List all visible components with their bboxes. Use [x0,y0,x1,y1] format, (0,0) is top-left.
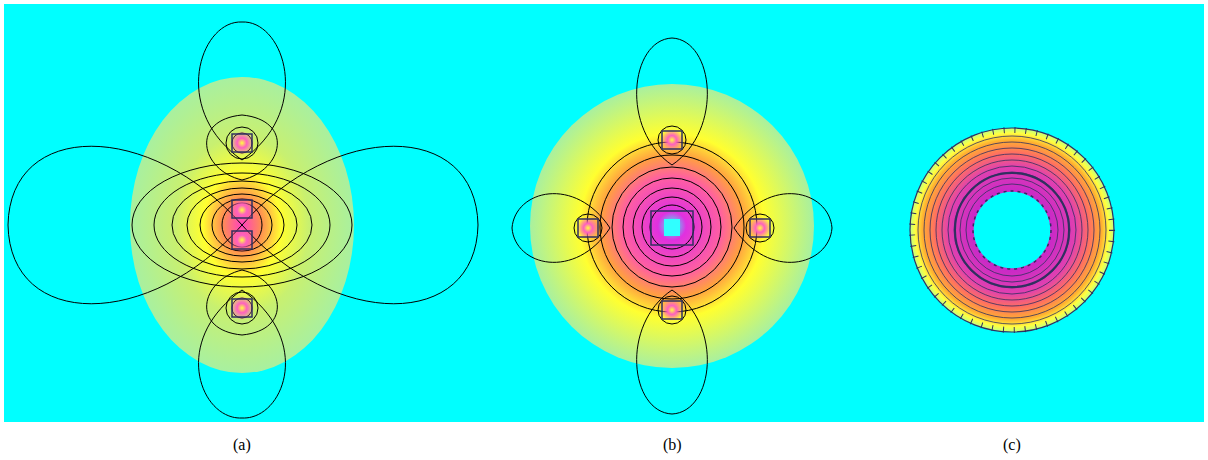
panel-label: (b) [663,436,682,454]
panel-label: (a) [233,436,251,454]
panel-label: (c) [1003,436,1021,454]
